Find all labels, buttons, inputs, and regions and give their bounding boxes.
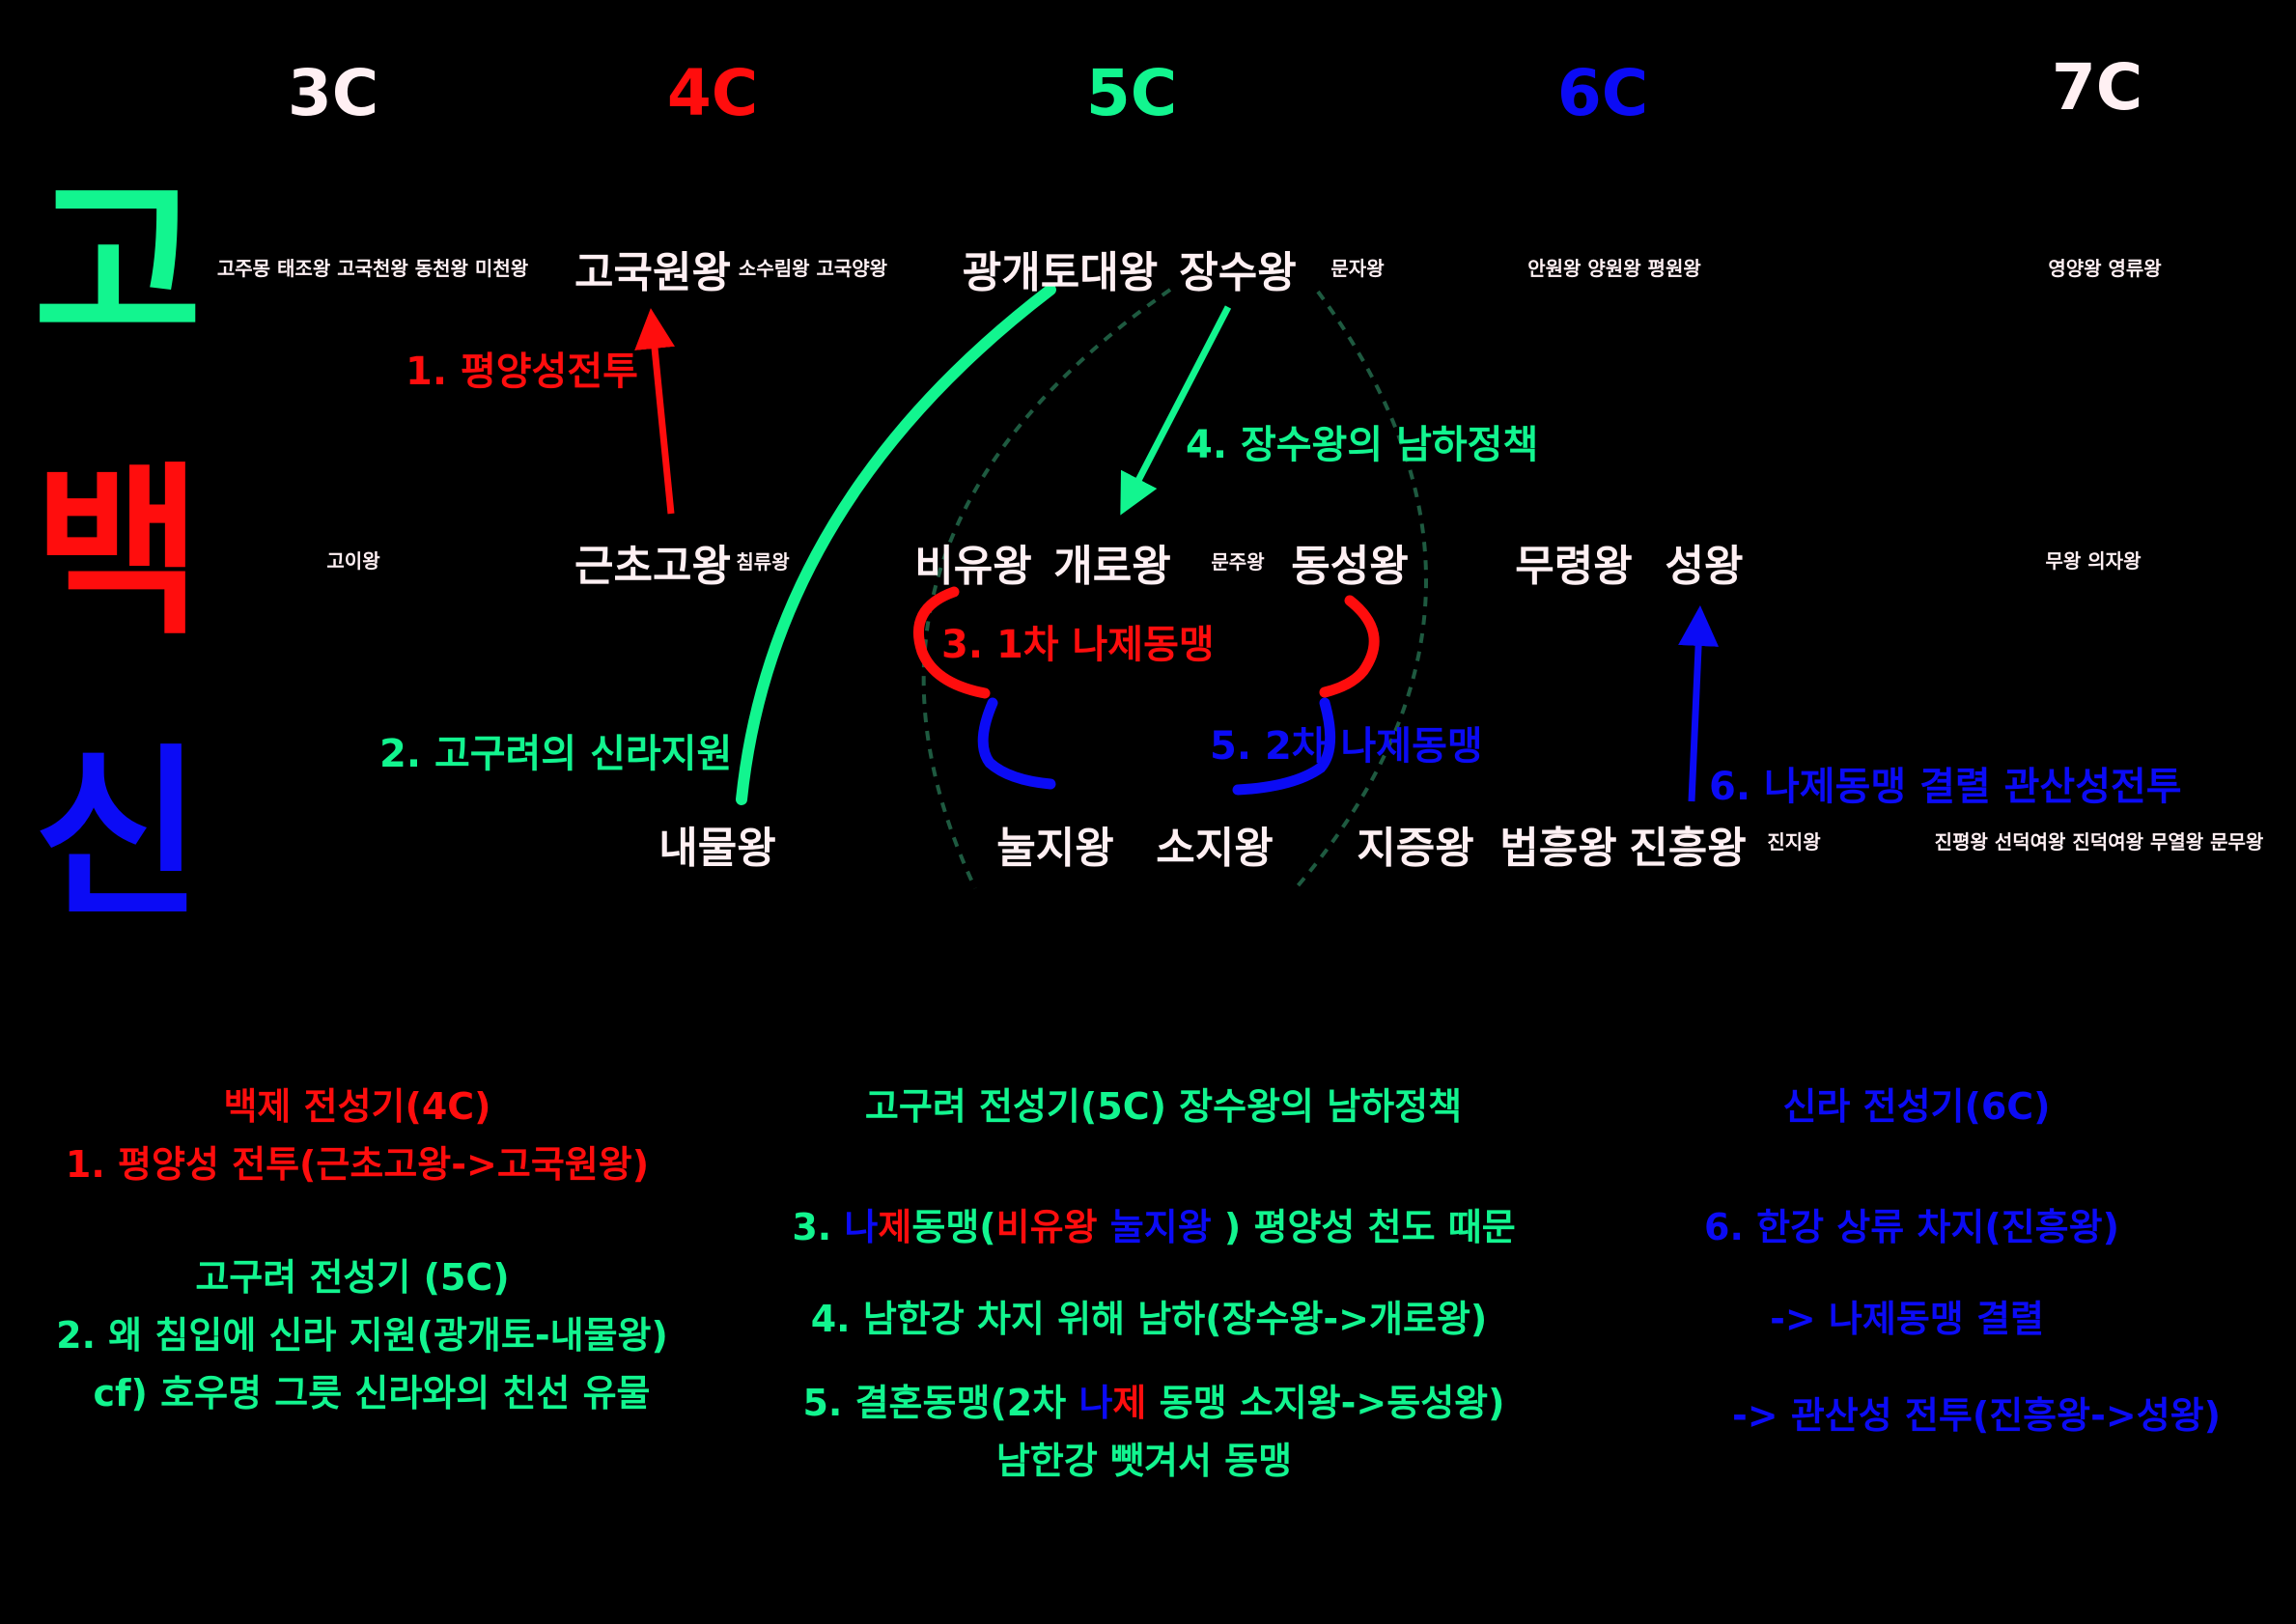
summary-line-6-gwansan: -> 관산성 전투(진흥왕->성왕)	[1731, 1394, 2222, 1437]
event-label-1: 1. 평양성전투	[406, 350, 638, 394]
king-soji: 소지왕	[1156, 824, 1274, 873]
king-biyu: 비유왕	[914, 542, 1032, 591]
goguryeo-4c-kings: 소수림왕 고국양왕	[738, 257, 888, 280]
summary-line-1: 1. 평양성 전투(근초고왕->고국원왕)	[65, 1143, 650, 1186]
king-geunchogo: 근초고왕	[574, 542, 731, 591]
arrow-geunchogo-to-gogukwon	[634, 308, 675, 515]
king-naemul: 내물왕	[658, 824, 776, 873]
bracket-alliance1-left	[913, 586, 991, 699]
king-munja: 문자왕	[1330, 257, 1385, 280]
event-label-5: 5. 2차 나제동맹	[1210, 724, 1483, 769]
kingdom-baekje: 백	[33, 446, 203, 659]
summary-line-6-breakup: -> 나제동맹 결렬	[1770, 1298, 2044, 1340]
king-gogukwon: 고국원왕	[574, 248, 731, 297]
summary-line-5: 5. 결혼동맹(2차 나제 동맹 소지왕->동성왕)	[802, 1373, 1504, 1426]
century-6c: 6C	[1556, 56, 1649, 130]
goguryeo-early-kings: 고주몽 태조왕 고국천왕 동천왕 미천왕	[216, 257, 529, 280]
summary-line-3-suffix: ) 평양성 천도 때문	[1211, 1206, 1516, 1248]
bracket-alliance1-right	[1319, 595, 1380, 698]
king-dongseong: 동성왕	[1291, 542, 1409, 591]
alliance-na: 나	[844, 1206, 879, 1248]
summary-goguryeo-title-middle: 고구려 전성기(5C) 장수왕의 남하정책	[864, 1085, 1463, 1128]
arrow-jinheung-to-seong	[1678, 605, 1720, 802]
event-label-2: 2. 고구려의 신라지원	[379, 732, 733, 776]
king-seong: 성왕	[1665, 542, 1744, 591]
king-beopheung: 법흥왕	[1499, 824, 1617, 873]
baekje-7c-kings: 무왕 의자왕	[2045, 549, 2142, 573]
king-jinheung: 진흥왕	[1629, 824, 1747, 873]
dashed-lens-left	[921, 288, 1172, 889]
summary-line-5-continued: 남한강 뺏겨서 동맹	[995, 1440, 1293, 1482]
summary-line-5-suffix: 동맹 소지왕->동성왕)	[1146, 1382, 1505, 1424]
bracket-alliance2-left	[977, 697, 1056, 790]
summary-line-2: 2. 왜 침입에 신라 지원(광개토-내물왕)	[56, 1314, 668, 1357]
arrow-jangsu-to-gaero	[1120, 305, 1232, 516]
event-label-3: 3. 1차 나제동맹	[941, 623, 1215, 667]
century-7c: 7C	[2051, 50, 2143, 125]
summary-goguryeo-title-left: 고구려 전성기 (5C)	[195, 1256, 510, 1299]
king-munju: 문주왕	[1211, 550, 1265, 574]
king-chimnyu: 침류왕	[736, 550, 790, 574]
king-jijeung: 지증왕	[1357, 824, 1474, 873]
alliance-je-2: 제	[1112, 1382, 1147, 1424]
century-5c: 5C	[1085, 56, 1178, 130]
summary-line-5-prefix: 5. 결혼동맹(2차	[802, 1382, 1079, 1424]
silla-7c-kings: 진평왕 선덕여왕 진덕여왕 무열왕 문무왕	[1934, 830, 2264, 854]
summary-line-4: 4. 남한강 차지 위해 남하(장수왕->개로왕)	[810, 1298, 1488, 1340]
bracket-alliance2-right	[1232, 697, 1336, 796]
event-label-6: 6. 나제동맹 결렬 관산성전투	[1709, 765, 2182, 809]
century-3c: 3C	[287, 56, 379, 130]
arrow-gwanggaeto-to-naemul	[736, 284, 1056, 805]
king-gaero: 개로왕	[1053, 542, 1171, 591]
king-jinji: 진지왕	[1767, 830, 1821, 854]
summary-line-3-prefix: 3.	[792, 1206, 845, 1248]
event-label-4: 4. 장수왕의 남하정책	[1186, 423, 1539, 467]
goguryeo-7c-kings: 영양왕 영류왕	[2048, 257, 2162, 280]
king-gwanggaeto: 광개토대왕	[962, 248, 1159, 297]
summary-baekje-title: 백제 전성기(4C)	[223, 1085, 491, 1128]
alliance-je: 제	[878, 1206, 912, 1248]
king-nulji: 눌지왕	[996, 824, 1114, 873]
dashed-lens-right	[1294, 290, 1428, 890]
summary-silla-title: 신라 전성기(6C)	[1782, 1085, 2051, 1128]
king-jangsu: 장수왕	[1179, 248, 1297, 297]
kingdom-silla: 신	[33, 728, 203, 941]
summary-line-3-biyu: 비유왕	[995, 1206, 1098, 1248]
summary-line-3-nulji: 눌지왕	[1097, 1206, 1212, 1248]
goguryeo-6c-kings: 안원왕 양원왕 평원왕	[1527, 257, 1701, 280]
alliance-na-2: 나	[1078, 1382, 1113, 1424]
summary-line-3-alliance: 동맹(	[911, 1206, 996, 1248]
summary-line-cf: cf) 호우명 그릇 신라와의 친선 유물	[93, 1372, 651, 1414]
kingdom-goguryeo: 고	[33, 158, 203, 372]
summary-line-6: 6. 한강 상류 차지(진흥왕)	[1704, 1206, 2119, 1248]
king-muryeong: 무령왕	[1515, 542, 1633, 591]
century-4c: 4C	[666, 56, 759, 130]
summary-line-3: 3. 나제동맹(비유왕 눌지왕 ) 평양성 천도 때문	[792, 1197, 1515, 1250]
king-goi: 고이왕	[326, 549, 380, 573]
